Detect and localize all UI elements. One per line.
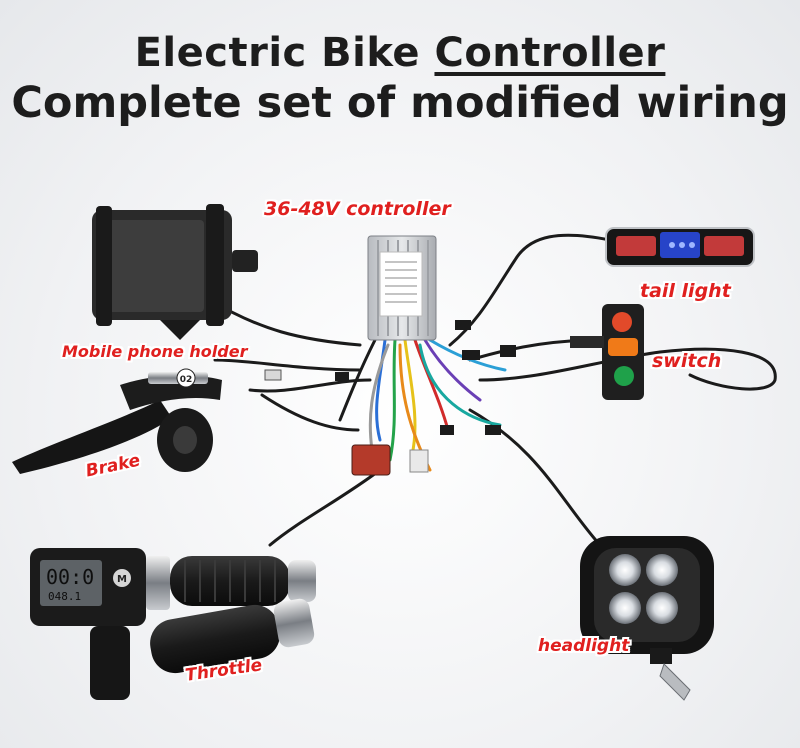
controller — [367, 235, 437, 341]
label-headlight: headlight — [538, 636, 630, 656]
title-part-2: Controller — [434, 30, 666, 76]
display-sub: 048.1 — [48, 590, 81, 603]
switch — [570, 304, 644, 400]
label-tail-light: tail light — [640, 280, 731, 302]
throttle: 00:0 048.1 M — [30, 548, 316, 700]
phone-holder — [92, 204, 258, 340]
title-line-1: Electric Bike Controller — [0, 30, 800, 76]
headlight — [580, 536, 714, 701]
title-line-2: Complete set of modified wiring — [11, 78, 789, 128]
wire-harness — [338, 338, 507, 472]
display-digits: 00:0 — [46, 565, 94, 589]
label-phone-holder: Mobile phone holder — [62, 342, 248, 361]
brake-tag-text: 02 — [180, 375, 193, 385]
label-controller: 36-48V controller — [264, 198, 451, 220]
display-button-label: M — [117, 574, 127, 585]
brake-lever: 02 — [12, 368, 222, 474]
tail-light — [605, 227, 755, 267]
connectors — [264, 320, 516, 476]
label-switch: switch — [652, 350, 722, 372]
title-part-1: Electric Bike — [134, 30, 435, 76]
